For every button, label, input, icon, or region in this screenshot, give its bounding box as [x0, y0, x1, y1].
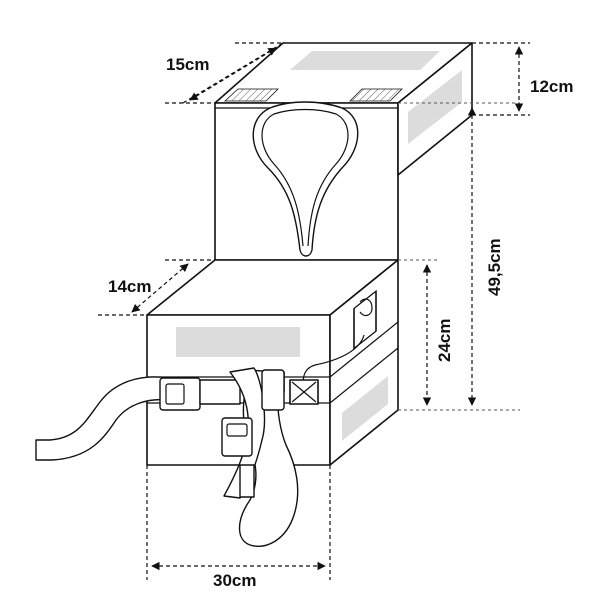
dimension-guides: [98, 42, 530, 580]
pouch-cord: [302, 334, 365, 386]
left-buckle-slot: [165, 383, 185, 405]
belt-band-side-bottom: [329, 347, 399, 404]
belt-band-side-top: [329, 321, 399, 378]
upper-compartment: [214, 42, 473, 261]
dimension-labels: 15cm 12cm 49,5cm 14cm 24cm 30cm: [108, 55, 573, 590]
x-mark-2: [291, 381, 317, 403]
upper-top-label-panel: [290, 51, 440, 70]
waist-belt: [35, 367, 319, 547]
side-pouch: [353, 290, 377, 350]
label-top-height: 12cm: [530, 77, 573, 96]
lower-buckle: [221, 417, 253, 457]
upper-hatch-right: [349, 88, 403, 102]
lower-front-label-panel: [176, 327, 300, 357]
upper-side-label-panel: [408, 70, 462, 144]
carry-handle-inner: [261, 108, 349, 247]
upper-loop-buckle: [261, 369, 285, 411]
strap-tail: [239, 464, 255, 498]
lower-side-label-panel: [342, 376, 388, 441]
pouch-ring: [359, 298, 373, 317]
dim-top-depth-arrow: [189, 47, 277, 101]
left-belt-strap: [35, 376, 169, 461]
label-width: 30cm: [213, 571, 256, 590]
front-belt-segment: [199, 379, 241, 405]
lower-buckle-slot: [226, 423, 248, 437]
label-bottom-depth: 14cm: [108, 277, 151, 296]
label-bottom-height: 24cm: [435, 319, 454, 362]
carry-handle-outer: [252, 101, 359, 257]
label-total-height: 49,5cm: [485, 238, 504, 296]
label-top-depth: 15cm: [166, 55, 209, 74]
dim-bottom-depth-arrow: [131, 263, 189, 313]
